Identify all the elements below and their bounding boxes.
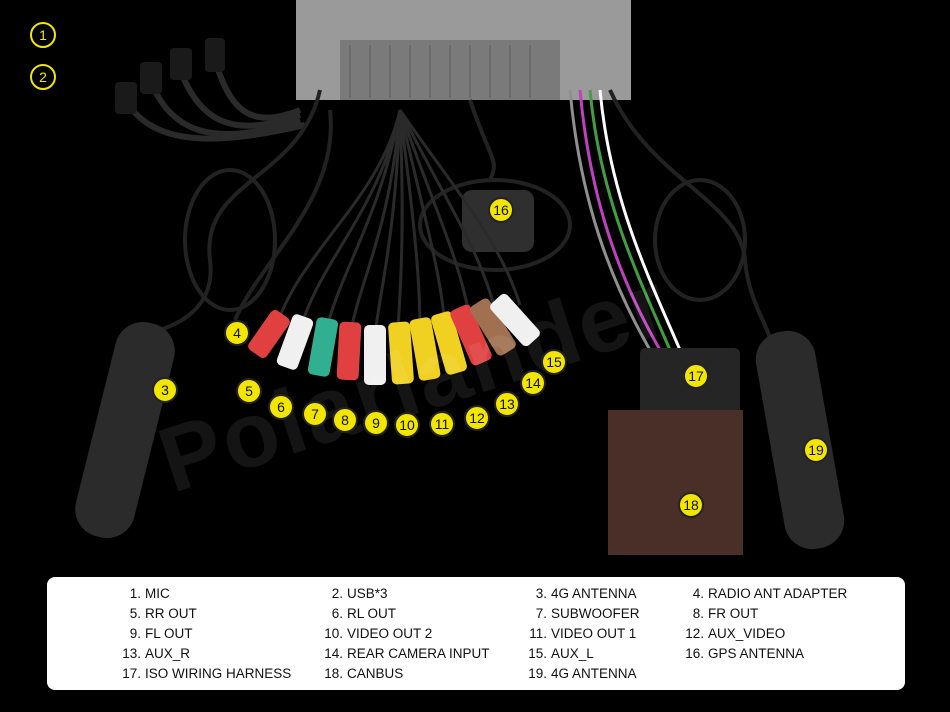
marker-18: 18 <box>678 492 704 518</box>
legend-item: 3.4G ANTENNA <box>535 586 637 601</box>
marker-13: 13 <box>494 391 520 417</box>
usb-cables <box>122 59 306 142</box>
marker-12: 12 <box>464 405 490 431</box>
marker-16: 16 <box>488 197 514 223</box>
legend-item: 2.USB*3 <box>331 586 388 601</box>
rca-connectors <box>248 293 540 385</box>
legend-item: 17.ISO WIRING HARNESS <box>122 666 292 681</box>
marker-4: 4 <box>224 320 250 346</box>
legend-panel: 1.MIC 2.USB*3 3.4G ANTENNA 4.RADIO ANT A… <box>47 577 905 690</box>
marker-11: 11 <box>429 411 455 437</box>
marker-6: 6 <box>268 394 294 420</box>
legend-item: 15.AUX_L <box>528 646 594 661</box>
legend-item: 11.VIDEO OUT 1 <box>529 626 637 641</box>
legend-item: 18.CANBUS <box>324 666 404 681</box>
antenna-19 <box>755 330 845 550</box>
legend-item: 5.RR OUT <box>129 606 197 621</box>
marker-14: 14 <box>520 370 546 396</box>
legend-item: 10.VIDEO OUT 2 <box>324 626 433 641</box>
legend-item: 6.RL OUT <box>331 606 397 621</box>
marker-3: 3 <box>152 377 178 403</box>
legend-row: 17.ISO WIRING HARNESS 18.CANBUS 19.4G AN… <box>47 666 905 686</box>
legend-item: 16.GPS ANTENNA <box>685 646 805 661</box>
legend-row: 13.AUX_R 14.REAR CAMERA INPUT 15.AUX_L 1… <box>47 646 905 666</box>
legend-item: 7.SUBWOOFER <box>535 606 640 621</box>
marker-1: 1 <box>30 22 56 48</box>
legend-item: 13.AUX_R <box>122 646 191 661</box>
legend-item: 12.AUX_VIDEO <box>685 626 786 641</box>
legend-row: 5.RR OUT 6.RL OUT 7.SUBWOOFER 8.FR OUT <box>47 606 905 626</box>
legend-item: 14.REAR CAMERA INPUT <box>324 646 490 661</box>
marker-9: 9 <box>363 410 389 436</box>
legend-item: 8.FR OUT <box>692 606 759 621</box>
legend-row: 9.FL OUT 10.VIDEO OUT 2 11.VIDEO OUT 1 1… <box>47 626 905 646</box>
legend-item: 19.4G ANTENNA <box>528 666 637 681</box>
cable-illustration <box>75 0 845 555</box>
marker-5: 5 <box>236 378 262 404</box>
marker-7: 7 <box>302 401 328 427</box>
canbus-box <box>608 410 743 555</box>
marker-15: 15 <box>541 349 567 375</box>
legend-row: 1.MIC 2.USB*3 3.4G ANTENNA 4.RADIO ANT A… <box>47 586 905 606</box>
product-photo: Polarlander 1 2 3 4 5 6 7 8 9 10 11 12 1… <box>30 0 845 555</box>
marker-2: 2 <box>30 64 56 90</box>
antenna-3 <box>75 321 175 539</box>
legend-item: 4.RADIO ANT ADAPTER <box>692 586 848 601</box>
marker-19: 19 <box>803 437 829 463</box>
marker-10: 10 <box>394 412 420 438</box>
marker-8: 8 <box>332 407 358 433</box>
legend-item: 9.FL OUT <box>129 626 193 641</box>
legend-item: 1.MIC <box>129 586 170 601</box>
marker-17: 17 <box>683 363 709 389</box>
